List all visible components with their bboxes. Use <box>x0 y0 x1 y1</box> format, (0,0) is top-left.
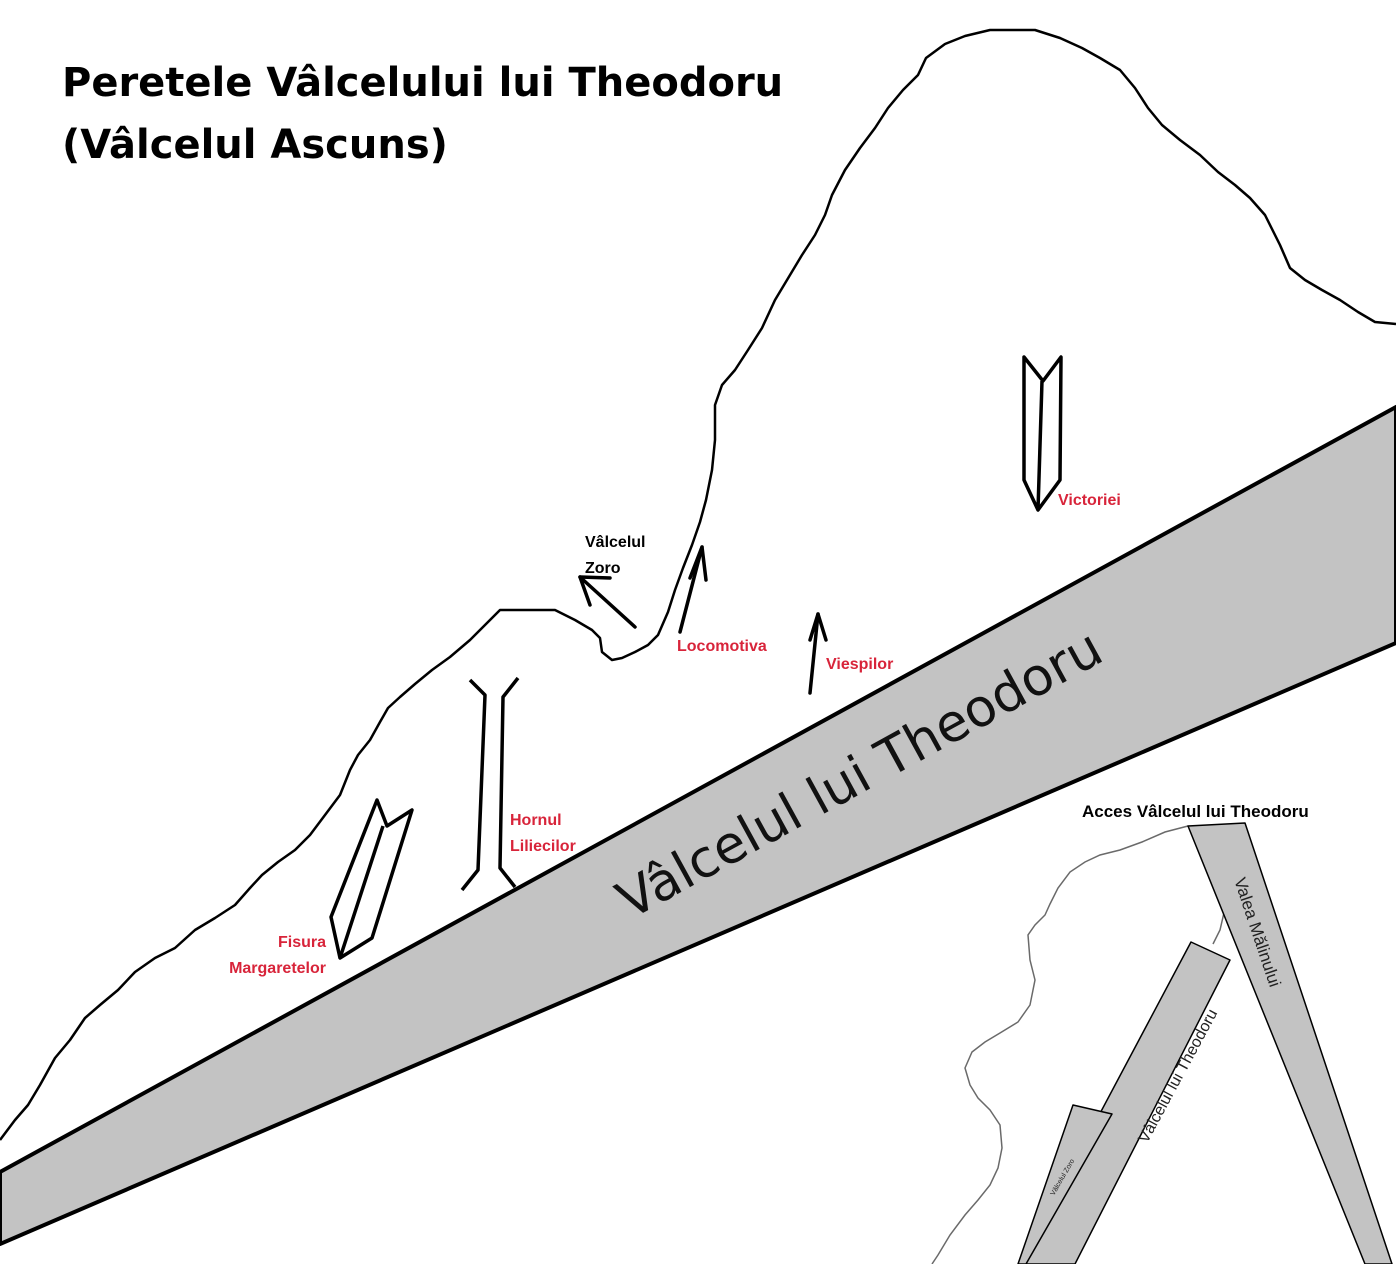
label-fisura-line1: Fisura <box>277 934 326 951</box>
inset-valcelul-zoro <box>1017 1104 1113 1264</box>
main-valley-band <box>0 405 1396 1246</box>
route-viespilor-arrow <box>808 612 828 695</box>
route-hornul-left <box>460 678 487 892</box>
inset-title: Acces Vâlcelul lui Theodoru <box>1082 802 1309 821</box>
label-fisura-line2: Margaretelor <box>229 960 326 977</box>
route-victoriei <box>1022 355 1063 512</box>
route-zoro-arrow <box>578 575 637 629</box>
label-viespilor: Viespilor <box>826 656 894 673</box>
label-victoriei: Victoriei <box>1058 492 1121 509</box>
label-fisura: Fisura Margaretelor <box>214 930 326 982</box>
route-hornul-right <box>498 676 520 889</box>
label-hornul-line2: Liliecilor <box>510 838 576 855</box>
title-line-2: (Vâlcelul Ascuns) <box>62 122 448 168</box>
route-locomotiva-arrow <box>678 545 708 634</box>
route-fisura-margaretelor <box>329 798 414 960</box>
label-zoro-line1: Vâlcelul <box>585 534 646 551</box>
title-line-1: Peretele Vâlcelului lui Theodoru <box>62 60 784 106</box>
inset-valea-malinului <box>1187 822 1393 1264</box>
label-hornul-line1: Hornul <box>510 812 562 829</box>
label-zoro-line2: Zoro <box>585 560 621 577</box>
wall-outline <box>0 28 1396 1141</box>
label-zoro: Vâlcelul Zoro <box>585 530 645 582</box>
label-hornul: Hornul Liliecilor <box>510 808 576 860</box>
label-locomotiva: Locomotiva <box>677 638 767 655</box>
